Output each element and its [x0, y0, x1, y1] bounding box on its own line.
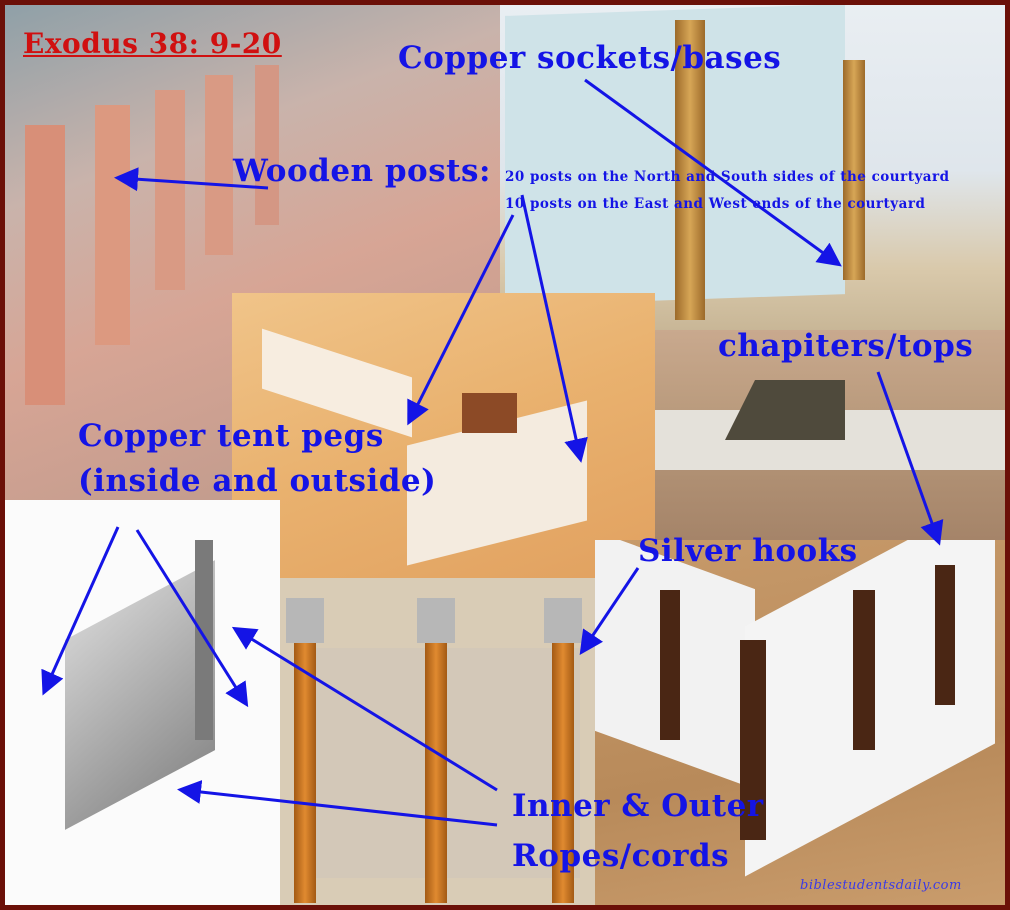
label-chapiters: chapiters/tops	[718, 328, 974, 364]
arrow-peg-right	[135, 529, 249, 708]
label-posts-east-west: 10 posts on the East and West ends of th…	[505, 196, 926, 212]
arrow-silver-hooks	[579, 567, 640, 655]
page-title: Exodus 38: 9-20	[23, 27, 282, 60]
label-tent-pegs-1: Copper tent pegs	[78, 418, 384, 454]
label-ropes-1: Inner & Outer	[512, 788, 764, 824]
photo-courtyard-corner	[500, 5, 1005, 335]
label-silver-hooks: Silver hooks	[638, 533, 858, 569]
label-ropes-2: Ropes/cords	[512, 838, 730, 874]
photo-desert-tabernacle	[655, 330, 1005, 545]
arrow-post-left	[407, 214, 515, 426]
arrow-post-right	[520, 194, 588, 463]
photo-render-fence	[595, 540, 1005, 905]
arrow-wooden-posts	[114, 167, 269, 192]
arrow-rope-outer	[231, 626, 498, 792]
label-tent-pegs-2: (inside and outside)	[78, 463, 437, 499]
arrow-sockets	[584, 78, 842, 267]
label-copper-sockets: Copper sockets/bases	[398, 40, 782, 76]
collage-canvas: Exodus 38: 9-20 Copper sockets/bases Woo…	[5, 5, 1005, 905]
photo-model-posts	[280, 578, 595, 905]
arrow-peg-left	[41, 526, 120, 696]
photo-painting-courtyard	[232, 293, 655, 578]
watermark: biblestudentsdaily.com	[800, 878, 962, 893]
label-wooden-posts: Wooden posts:	[233, 153, 491, 189]
arrow-rope-inner	[177, 780, 498, 827]
arrow-chapiters	[876, 371, 944, 546]
label-posts-north-south: 20 posts on the North and South sides of…	[505, 169, 950, 185]
annotation-arrows	[41, 78, 944, 827]
